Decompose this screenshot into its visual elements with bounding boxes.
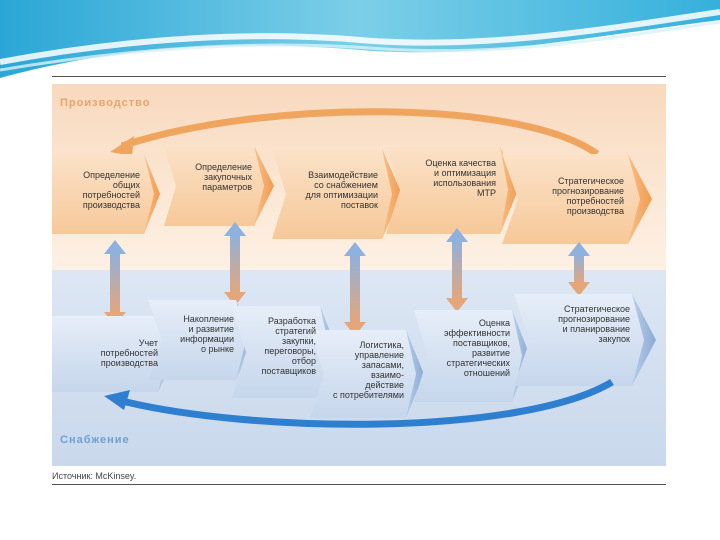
bottom-rule bbox=[52, 484, 666, 485]
production-step-1-shape bbox=[52, 154, 160, 234]
production-chevrons bbox=[52, 146, 652, 244]
diagram-graphics bbox=[52, 108, 656, 428]
top-rule bbox=[52, 76, 666, 77]
connector-3 bbox=[344, 242, 366, 336]
supply-label: Снабжение bbox=[60, 434, 130, 446]
cycle-arrow-bottom bbox=[117, 378, 614, 428]
production-step-2-shape bbox=[164, 146, 274, 226]
cycle-arrow-bottom-head bbox=[104, 390, 130, 410]
connector-1 bbox=[104, 240, 126, 326]
supply-step-4-tip bbox=[406, 330, 424, 418]
supply-step-6-shape bbox=[514, 294, 656, 386]
supply-step-5-shape bbox=[414, 310, 530, 402]
production-step-4-tip bbox=[500, 146, 518, 234]
production-step-1-tip bbox=[144, 154, 160, 234]
connector-2 bbox=[224, 222, 246, 306]
connector-4 bbox=[446, 228, 468, 312]
production-step-2-tip bbox=[254, 146, 274, 226]
source-note: Источник: McKinsey. bbox=[52, 471, 137, 481]
supply-chevrons bbox=[52, 294, 656, 418]
cycle-arrow-top bbox=[120, 108, 600, 157]
production-step-3-tip bbox=[382, 149, 402, 239]
production-step-3-shape bbox=[272, 149, 402, 239]
cycle-arrow-top-head bbox=[110, 136, 134, 156]
production-step-5-shape bbox=[502, 154, 652, 244]
production-step-5-tip bbox=[628, 154, 652, 244]
vertical-connectors bbox=[104, 222, 590, 336]
connector-5 bbox=[568, 242, 590, 296]
production-label: Производство bbox=[60, 97, 151, 109]
production-step-4-shape bbox=[386, 146, 518, 234]
supply-step-1-shape bbox=[52, 316, 176, 392]
supply-step-6-tip bbox=[632, 294, 656, 386]
supply-step-3-shape bbox=[232, 306, 338, 398]
supply-step-4-shape bbox=[310, 330, 424, 418]
header-wave-decoration bbox=[0, 0, 720, 78]
supply-step-2-shape bbox=[148, 300, 254, 380]
